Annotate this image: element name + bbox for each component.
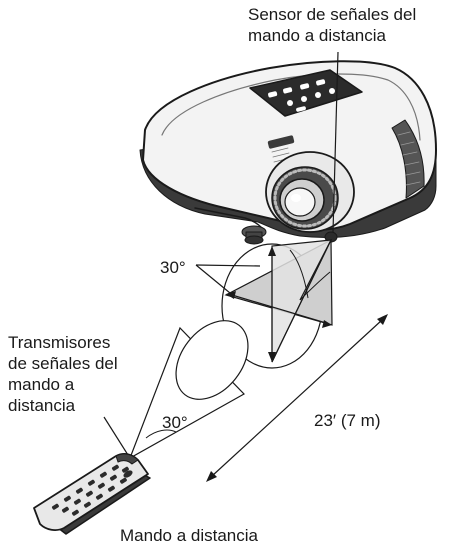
remote-label: Mando a distancia: [120, 526, 258, 545]
transmitter-label: Transmisores de señales del mando a dist…: [8, 332, 118, 416]
sensor-label-line-1: Sensor de señales del: [248, 5, 417, 24]
projector-logo-plate: [267, 135, 295, 149]
projector-top-cover: [142, 60, 437, 231]
lens-ring-knurl: [273, 168, 337, 228]
remote-buttons: [51, 464, 133, 516]
transmitter-angle-label: 30°: [162, 413, 188, 432]
sensor-angle-label: 30°: [160, 258, 186, 277]
lens-highlight: [291, 194, 301, 202]
projector-foot: [241, 225, 267, 245]
distance-arrow: [206, 314, 388, 482]
remote-control: [33, 453, 151, 535]
distance-label: 23′ (7 m): [314, 411, 381, 430]
transmitter-label-line-1: Transmisores: [8, 333, 111, 352]
transmitter-leader-line: [103, 416, 129, 456]
transmitter-label-line-3: mando a: [8, 375, 75, 394]
sensor-label: Sensor de señales del mando a distancia: [248, 4, 416, 46]
transmitter-label-line-4: distancia: [8, 396, 76, 415]
remote-emitter: [115, 453, 139, 465]
projector-control-panel: [249, 69, 363, 117]
transmission-cone-end: [175, 320, 249, 400]
projector-side-vent: [391, 119, 425, 199]
transmitter-label-line-2: de señales del: [8, 354, 118, 373]
sensor-label-line-2: mando a distancia: [248, 26, 386, 45]
projector: [139, 60, 437, 245]
sensor-leader-line: [332, 51, 339, 233]
control-buttons: [268, 79, 335, 112]
remote-transmission-cone: [128, 320, 249, 460]
lens-glass: [284, 187, 316, 217]
angle-top-leaders: [195, 264, 261, 294]
